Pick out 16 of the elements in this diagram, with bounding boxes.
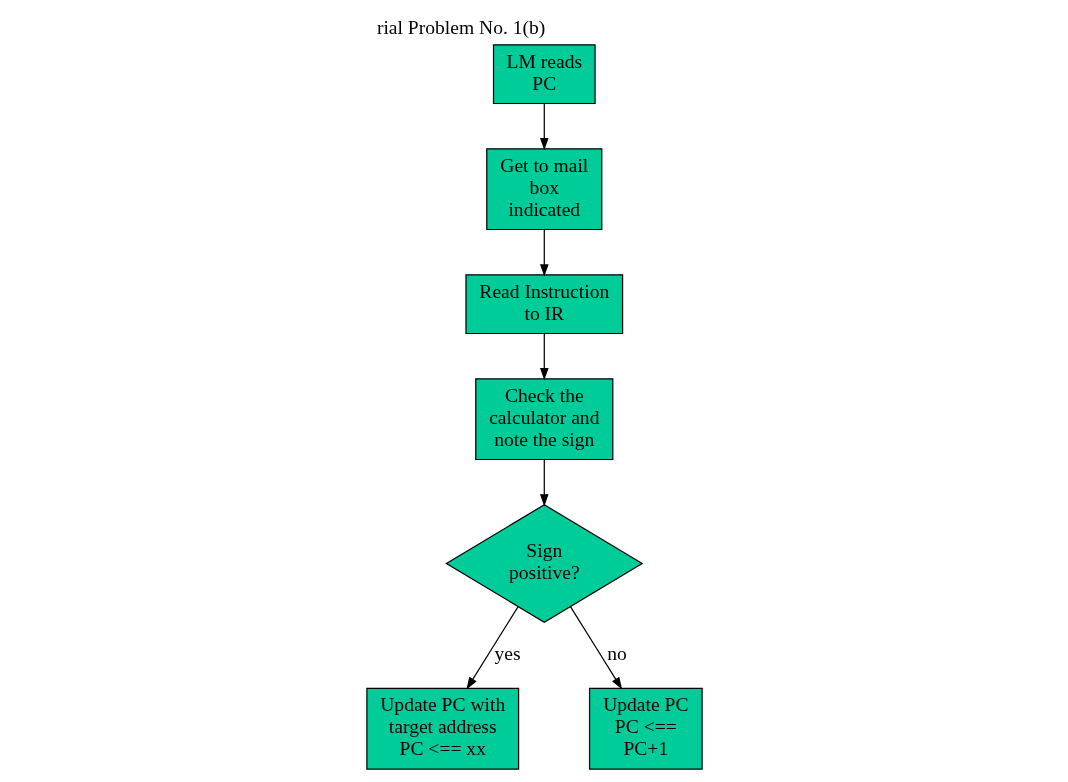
arrow: [465, 606, 519, 690]
node-diamond: Sign positive?: [444, 504, 643, 623]
edge-label: yes: [494, 642, 521, 664]
arrow: [539, 229, 549, 277]
node-box: LM reads PC: [492, 44, 596, 105]
node-box: Update PC with target address PC <== xx: [365, 687, 519, 770]
node-box: Update PC PC <== PC+1: [588, 687, 703, 770]
edge-label: no: [606, 642, 627, 664]
node-box: Read Instruction to IR: [464, 274, 623, 335]
arrow: [539, 103, 549, 151]
node-box: Get to mail box indicated: [485, 148, 602, 231]
arrow: [569, 606, 622, 690]
node-box: Check the calculator and note the sign: [474, 378, 613, 461]
arrow: [539, 333, 549, 381]
arrow: [539, 458, 549, 507]
diagram-title: rial Problem No. 1(b): [376, 16, 545, 38]
